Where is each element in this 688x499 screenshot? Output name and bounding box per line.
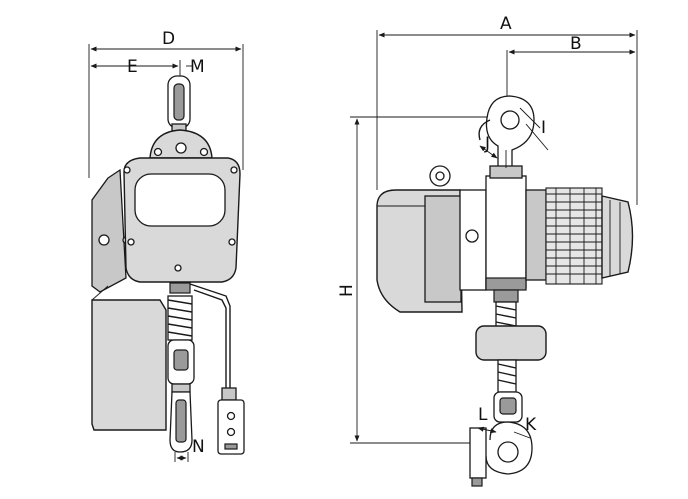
front-chain (167, 282, 193, 341)
label-m: M (190, 57, 205, 77)
label-b: B (570, 34, 582, 54)
label-l: L (478, 405, 488, 425)
label-d: D (162, 29, 175, 49)
dimension-line-j (479, 145, 498, 159)
label-h: H (337, 284, 357, 297)
side-view: A B H I J (337, 14, 638, 487)
label-j: J (484, 134, 490, 154)
label-k: K (525, 415, 537, 435)
motor-fins (525, 187, 634, 285)
label-i: I (541, 118, 546, 138)
label-a: A (500, 14, 512, 34)
dimension-line-l (477, 426, 497, 434)
label-n: N (192, 437, 205, 457)
label-e: E (127, 57, 138, 77)
top-hook (478, 95, 549, 169)
front-view: D E M (88, 29, 245, 462)
